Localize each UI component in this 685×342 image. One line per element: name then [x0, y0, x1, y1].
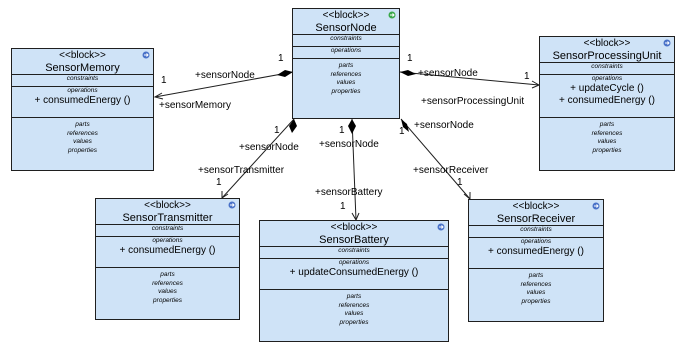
block-sensor-receiver[interactable]: <<block>> SensorReceiver constraints ope…: [468, 199, 604, 322]
stereotype-label: <<block>>: [330, 222, 378, 233]
composition-diamond-processing-unit: [400, 70, 416, 76]
operations-section: operations + consumedEnergy (): [12, 86, 153, 117]
stereotype-label: <<block>>: [59, 50, 106, 61]
role-label-sensor-node: +sensorNode: [239, 142, 299, 153]
block-name: SensorBattery: [319, 234, 389, 246]
association-line-battery[interactable]: [351, 118, 357, 221]
association-line-receiver[interactable]: [400, 118, 471, 200]
properties-section: parts references values properties: [260, 289, 448, 327]
role-label-sensor-node: +sensorNode: [195, 70, 255, 81]
role-label-sensor-battery: +sensorBattery: [315, 187, 383, 198]
constraints-section: constraints: [260, 246, 448, 258]
multiplicity-label: 1: [407, 53, 413, 64]
role-label-sensor-processing-unit: +sensorProcessingUnit: [421, 96, 525, 107]
role-label-sensor-memory: +sensorMemory: [159, 100, 231, 111]
multiplicity-label: 1: [339, 125, 345, 136]
block-sensor-battery[interactable]: <<block>> SensorBattery constraints oper…: [259, 220, 449, 342]
properties-section: parts references values properties: [469, 268, 603, 306]
association-line-processing-unit[interactable]: [399, 71, 540, 86]
properties-section: parts references values properties: [540, 117, 674, 155]
role-label-sensor-node: +sensorNode: [418, 68, 478, 79]
role-label-sensor-receiver: +sensorReceiver: [413, 165, 489, 176]
multiplicity-label: 1: [274, 125, 280, 136]
properties-section: parts references values properties: [293, 58, 399, 96]
operations-section: operations + consumedEnergy (): [469, 237, 603, 268]
block-sensor-node[interactable]: <<block>> SensorNode constraints operati…: [292, 8, 400, 119]
block-name: SensorMemory: [45, 62, 120, 74]
constraints-section: constraints: [12, 74, 153, 86]
block-sensor-processing-unit[interactable]: <<block>> SensorProcessingUnit constrain…: [539, 36, 675, 171]
role-label-sensor-transmitter: +sensorTransmitter: [198, 165, 285, 176]
association-line-transmitter[interactable]: [221, 118, 295, 199]
operation-consumed-energy[interactable]: + consumedEnergy (): [488, 246, 584, 257]
constraints-section: constraints: [540, 62, 674, 74]
multiplicity-label: 1: [340, 201, 346, 212]
blue-arrow-icon: [142, 51, 150, 59]
properties-section: parts references values properties: [12, 117, 153, 155]
operation-update-cycle[interactable]: + updateCycle (): [570, 83, 644, 94]
blue-arrow-icon: [228, 201, 236, 209]
blue-arrow-icon: [437, 223, 445, 231]
multiplicity-label: 1: [457, 177, 463, 188]
operation-consumed-energy[interactable]: + consumedEnergy (): [34, 95, 131, 106]
composition-diamond-battery: [348, 119, 356, 134]
stereotype-label: <<block>>: [512, 201, 560, 212]
role-label-sensor-node: +sensorNode: [414, 120, 474, 131]
stereotype-label: <<block>>: [322, 10, 370, 21]
block-name: SensorNode: [315, 22, 377, 34]
block-sensor-memory[interactable]: <<block>> SensorMemory constraints opera…: [11, 48, 154, 171]
stereotype-label: <<block>>: [144, 200, 191, 211]
block-name: SensorTransmitter: [122, 212, 213, 224]
operations-section: operations + consumedEnergy (): [96, 236, 239, 267]
block-sensor-transmitter[interactable]: <<block>> SensorTransmitter constraints …: [95, 198, 240, 320]
operation-consumed-energy[interactable]: + consumedEnergy (): [119, 245, 216, 256]
multiplicity-label: 1: [524, 71, 530, 82]
composition-diamond-transmitter: [289, 119, 297, 133]
arrowhead-memory: [153, 92, 164, 100]
properties-section: parts references values properties: [96, 267, 239, 305]
constraints-section: constraints: [293, 34, 399, 46]
multiplicity-label: 1: [399, 126, 405, 137]
role-label-sensor-node: +sensorNode: [319, 139, 379, 150]
constraints-section: constraints: [96, 224, 239, 236]
multiplicity-label: 1: [216, 177, 222, 188]
operations-section: operations + updateConsumedEnergy (): [260, 258, 448, 289]
operation-consumed-energy[interactable]: + consumedEnergy (): [559, 95, 655, 106]
operations-section: operations + updateCycle () + consumedEn…: [540, 74, 674, 117]
green-arrow-icon: [388, 11, 396, 19]
blue-arrow-icon: [592, 202, 600, 210]
operations-section: operations: [293, 46, 399, 58]
multiplicity-label: 1: [278, 53, 284, 64]
operation-update-consumed-energy[interactable]: + updateConsumedEnergy (): [289, 267, 419, 278]
block-name: SensorReceiver: [496, 213, 576, 225]
stereotype-label: <<block>>: [583, 38, 631, 49]
association-line-memory[interactable]: [154, 71, 294, 98]
blue-arrow-icon: [663, 39, 671, 47]
constraints-section: constraints: [469, 225, 603, 237]
block-name: SensorProcessingUnit: [552, 50, 662, 62]
composition-diamond-receiver: [401, 119, 409, 132]
multiplicity-label: 1: [161, 75, 167, 86]
composition-diamond-memory: [277, 70, 293, 77]
